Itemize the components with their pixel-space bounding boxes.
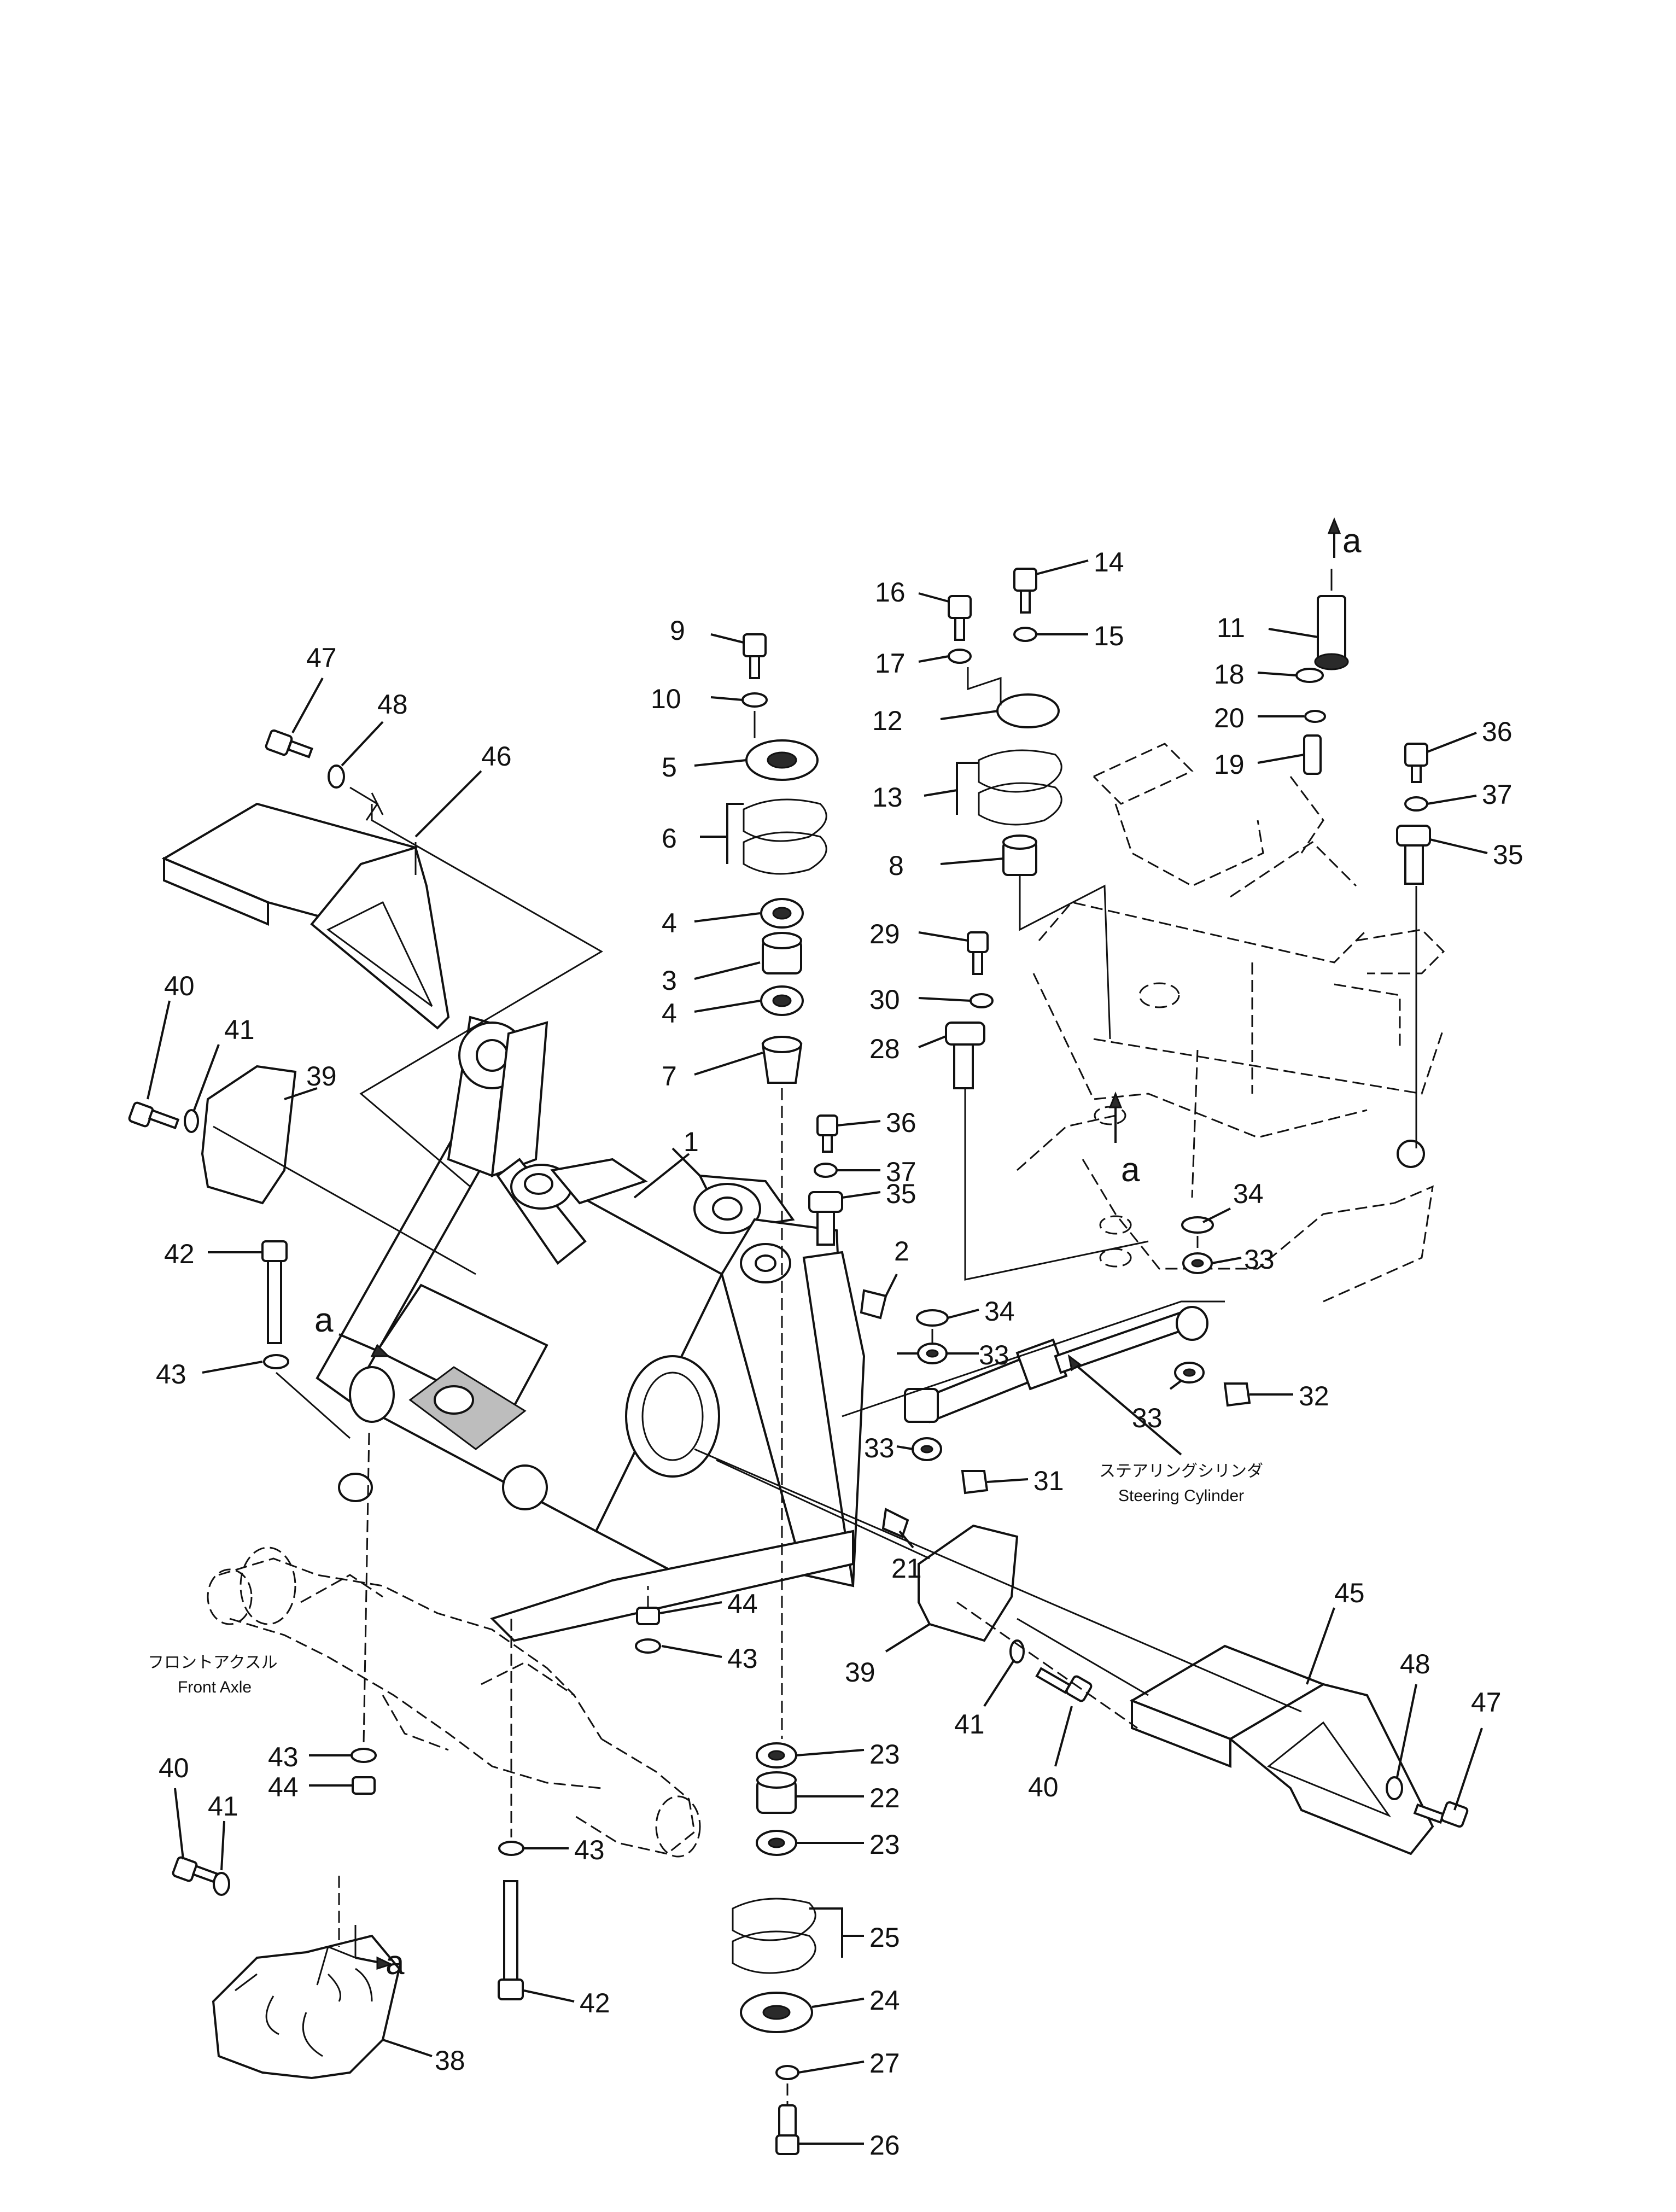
callout-47-left: 47 xyxy=(306,643,337,673)
callout-3: 3 xyxy=(662,965,677,996)
callout-43-lower-left: 43 xyxy=(268,1742,299,1772)
callout-16: 16 xyxy=(875,577,906,608)
cover-38 xyxy=(212,1934,401,2080)
connection-lines xyxy=(213,569,1417,2105)
left-fender xyxy=(161,802,450,1030)
callout-17: 17 xyxy=(875,648,906,679)
callout-6: 6 xyxy=(662,823,677,854)
callout-9: 9 xyxy=(670,615,685,646)
part-callouts: 1 2 3 4 4 5 6 7 8 9 10 11 1 xyxy=(147,547,1523,2161)
callout-43-bottom: 43 xyxy=(574,1835,605,1865)
cover-39-right xyxy=(918,1524,1019,1642)
callout-31: 31 xyxy=(1033,1466,1064,1496)
front-axle-reference xyxy=(207,1546,701,1858)
callout-28: 28 xyxy=(869,1034,900,1064)
view-marker-a-cover: a xyxy=(386,1944,405,1982)
callout-36-right: 36 xyxy=(1482,716,1513,747)
callout-7: 7 xyxy=(662,1061,677,1092)
callout-29: 29 xyxy=(869,919,900,949)
callout-22: 22 xyxy=(869,1783,900,1813)
callout-30: 30 xyxy=(869,984,900,1015)
callout-40-left: 40 xyxy=(164,971,195,1001)
callout-10: 10 xyxy=(651,684,681,714)
callout-2: 2 xyxy=(894,1236,909,1266)
callout-42-bottom: 42 xyxy=(580,1988,610,2018)
callout-4-lower: 4 xyxy=(662,998,677,1029)
callout-33-left-lower: 33 xyxy=(864,1433,895,1463)
callout-48-left: 48 xyxy=(377,689,408,720)
callout-35-right: 35 xyxy=(1493,839,1523,870)
callout-43-left: 43 xyxy=(156,1359,186,1390)
callout-36-center: 36 xyxy=(886,1107,916,1138)
callout-23-upper: 23 xyxy=(869,1739,900,1770)
right-fender xyxy=(1129,1644,1434,1855)
callout-18: 18 xyxy=(1214,659,1245,690)
callout-11: 11 xyxy=(1217,612,1245,643)
callout-5: 5 xyxy=(662,752,677,783)
callout-25: 25 xyxy=(869,1922,900,1953)
callout-42-left: 42 xyxy=(164,1239,195,1269)
cover-39-left xyxy=(201,1065,297,1205)
callout-33-left: 33 xyxy=(979,1340,1009,1370)
callout-32: 32 xyxy=(1299,1381,1329,1411)
callout-14: 14 xyxy=(1094,547,1124,577)
view-marker-a-frame: a xyxy=(314,1301,334,1339)
callout-1: 1 xyxy=(684,1127,699,1157)
callout-26: 26 xyxy=(869,2130,900,2161)
view-marker-a-top: a xyxy=(1342,522,1362,560)
callout-40-right: 40 xyxy=(1028,1772,1059,1802)
callout-33-right-upper: 33 xyxy=(1244,1244,1275,1275)
callout-35-center: 35 xyxy=(886,1178,916,1209)
callout-15: 15 xyxy=(1094,621,1124,651)
callout-37-right: 37 xyxy=(1482,779,1513,810)
callout-33-right-lower: 33 xyxy=(1132,1403,1163,1433)
view-markers: a a a a xyxy=(314,517,1362,1982)
callout-43-center: 43 xyxy=(727,1643,758,1674)
caption-front-axle-en: Front Axle xyxy=(178,1678,252,1696)
callout-45: 45 xyxy=(1334,1578,1365,1608)
callout-12: 12 xyxy=(872,705,903,736)
captions: ステアリングシリンダ Steering Cylinder フロントアクスル Fr… xyxy=(148,1354,1263,1696)
callout-23-lower: 23 xyxy=(869,1829,900,1860)
callout-38: 38 xyxy=(435,2045,465,2076)
callout-34-left: 34 xyxy=(984,1296,1015,1327)
callout-27: 27 xyxy=(869,2048,900,2079)
callout-39-right: 39 xyxy=(845,1657,875,1688)
callout-41-lower: 41 xyxy=(208,1791,238,1822)
rear-frame-reference xyxy=(1017,743,1445,1303)
callout-4-upper: 4 xyxy=(662,908,677,938)
callout-24: 24 xyxy=(869,1985,900,2016)
callout-19: 19 xyxy=(1214,749,1245,780)
callout-8: 8 xyxy=(889,850,904,881)
caption-front-axle-jp: フロントアクスル xyxy=(148,1654,278,1672)
small-parts xyxy=(128,568,1469,2155)
callout-21: 21 xyxy=(891,1553,922,1584)
caption-steering-cylinder-en: Steering Cylinder xyxy=(1118,1487,1244,1505)
callout-41-right: 41 xyxy=(954,1709,985,1740)
callout-41-left: 41 xyxy=(224,1014,255,1045)
front-frame xyxy=(316,1015,866,1642)
callout-44-center: 44 xyxy=(727,1589,758,1619)
callout-37-center: 37 xyxy=(886,1157,916,1187)
callout-47-right: 47 xyxy=(1471,1687,1502,1718)
callout-48-right: 48 xyxy=(1400,1649,1430,1679)
callout-46: 46 xyxy=(481,741,512,772)
callout-44-lower-left: 44 xyxy=(268,1772,299,1802)
callout-20: 20 xyxy=(1214,703,1245,733)
caption-steering-cylinder-jp: ステアリングシリンダ xyxy=(1099,1462,1263,1480)
view-marker-a-rear: a xyxy=(1121,1151,1140,1189)
callout-34-right: 34 xyxy=(1233,1178,1264,1209)
callout-39-left: 39 xyxy=(306,1061,337,1092)
callout-40-lower: 40 xyxy=(159,1753,189,1783)
callout-13: 13 xyxy=(872,782,903,813)
